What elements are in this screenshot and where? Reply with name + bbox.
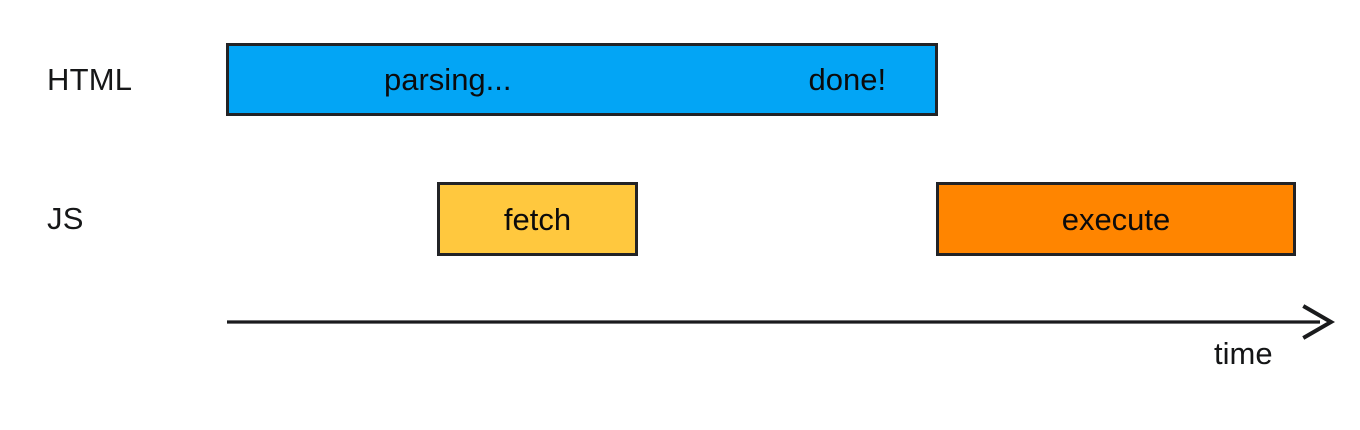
fetch-block-label: fetch <box>503 201 572 237</box>
row-label-js: JS <box>47 201 84 236</box>
parsing-block-right-label: done! <box>808 62 887 97</box>
timeline-block-execute: execute <box>936 182 1296 256</box>
timeline-block-fetch: fetch <box>437 182 638 256</box>
time-axis-arrow <box>227 304 1336 340</box>
execute-block-label: execute <box>1061 201 1171 237</box>
arrowhead-icon <box>1302 304 1336 340</box>
time-axis-caption: time <box>1214 336 1273 371</box>
parsing-block-left-label: parsing... <box>384 62 512 97</box>
row-label-html: HTML <box>47 62 133 97</box>
timeline-block-parsing: parsing... done! <box>226 43 938 116</box>
